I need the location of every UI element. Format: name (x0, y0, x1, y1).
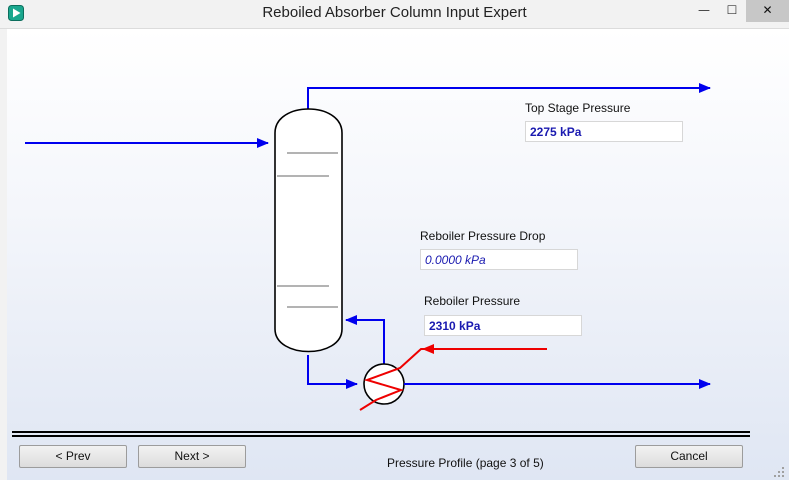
footer-separator (12, 431, 750, 433)
page-status: Pressure Profile (page 3 of 5) (387, 456, 544, 470)
prev-button[interactable]: < Prev (19, 445, 127, 468)
maximize-icon: ☐ (726, 3, 738, 17)
window-title: Reboiled Absorber Column Input Expert (262, 4, 527, 21)
boilup-stream (345, 315, 385, 364)
app-icon (8, 5, 24, 21)
column-bottoms-stream (307, 355, 358, 389)
close-button[interactable]: ✕ (746, 0, 789, 22)
reboiler-pressure-label: Reboiler Pressure (424, 294, 521, 308)
absorber-column (274, 108, 343, 353)
top-stage-pressure-label: Top Stage Pressure (525, 101, 631, 115)
wizard-client-area: Top Stage Pressure 2275 kPa Reboiler Pre… (7, 29, 789, 480)
minimize-icon: — (698, 3, 710, 17)
reboiler-pressure-drop-field[interactable]: 0.0000 kPa (420, 249, 578, 270)
resize-grip-icon[interactable] (772, 465, 786, 479)
minimize-button[interactable]: — (690, 0, 718, 22)
next-button[interactable]: Next > (138, 445, 246, 468)
title-bar: Reboiled Absorber Column Input Expert — … (0, 0, 789, 29)
overhead-stream (307, 83, 711, 111)
reboiler-energy-stream (359, 348, 547, 411)
reboiler-pressure-drop-label: Reboiler Pressure Drop (420, 229, 546, 243)
close-icon: ✕ (762, 3, 773, 17)
reboiler-pressure-field[interactable]: 2310 kPa (424, 315, 582, 336)
maximize-button[interactable]: ☐ (718, 0, 746, 22)
cancel-button[interactable]: Cancel (635, 445, 743, 468)
footer-separator (12, 435, 750, 437)
process-diagram (25, 83, 711, 411)
top-stage-pressure-field[interactable]: 2275 kPa (525, 121, 683, 142)
